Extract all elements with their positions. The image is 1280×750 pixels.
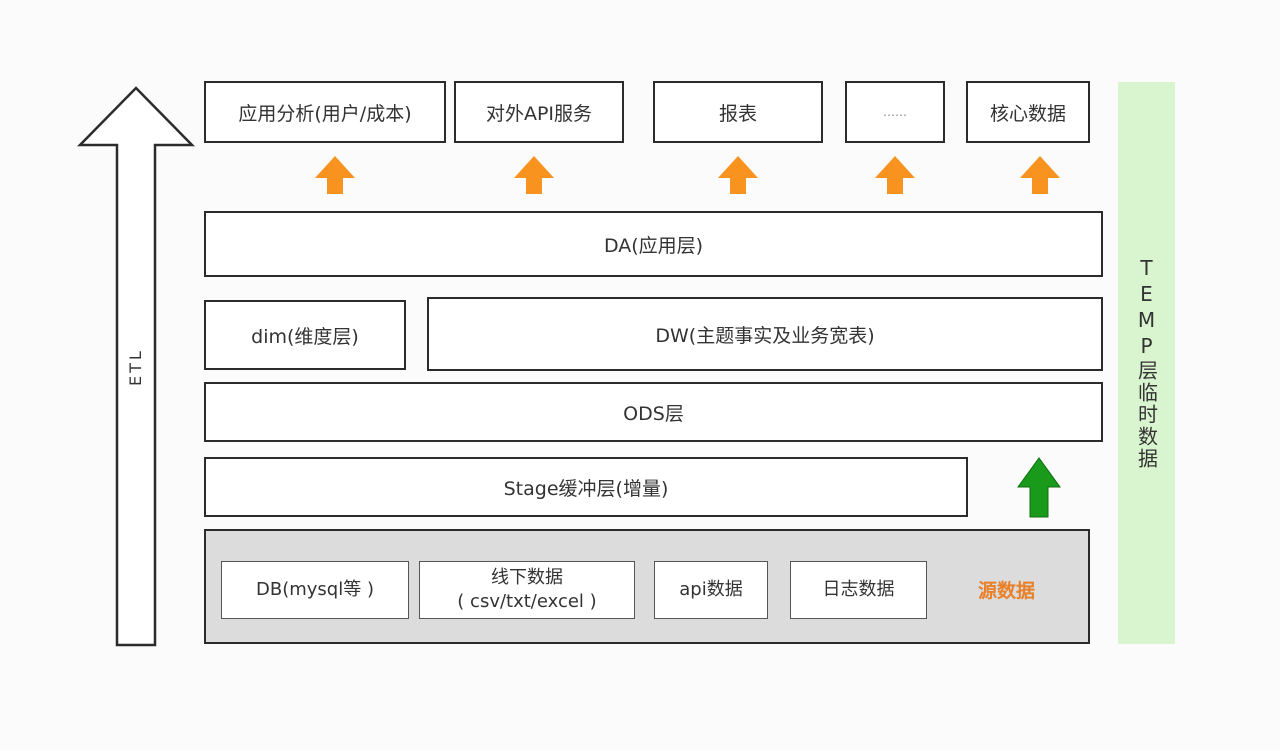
source-log-label: 日志数据 (822, 579, 895, 600)
source-offline-box: 线下数据 ( csv/txt/excel ) (419, 561, 635, 619)
orange-up-arrow-analysis-icon (315, 156, 355, 194)
source-api-label: api数据 (679, 579, 743, 600)
app-analysis-box: 应用分析(用户/成本) (204, 81, 446, 143)
source-offline-label-line1: 线下数据 (491, 567, 563, 588)
orange-up-arrow-more-icon (875, 156, 915, 194)
dw-layer-box: DW(主题事实及业务宽表) (427, 297, 1103, 371)
temp-layer-label: TEMP层临时数据 (1134, 256, 1159, 470)
etl-label: ETL (126, 348, 145, 386)
stage-layer-box: Stage缓冲层(增量) (204, 457, 968, 517)
source-data-label: 源数据 (978, 580, 1036, 602)
source-log-box: 日志数据 (790, 561, 927, 619)
da-layer-box: DA(应用层) (204, 211, 1103, 277)
orange-up-arrow-report-icon (718, 156, 758, 194)
source-db-box: DB(mysql等 ) (221, 561, 409, 619)
ods-layer-box: ODS层 (204, 382, 1103, 442)
orange-up-arrow-api-service-icon (514, 156, 554, 194)
temp-layer-panel: TEMP层临时数据 (1118, 82, 1175, 644)
app-more-box: …… (845, 81, 945, 143)
orange-up-arrow-core-data-icon (1020, 156, 1060, 194)
app-api-service-box: 对外API服务 (454, 81, 624, 143)
app-report-box: 报表 (653, 81, 823, 143)
source-data-panel: DB(mysql等 ) 线下数据 ( csv/txt/excel ) api数据… (204, 529, 1090, 644)
source-offline-label-line2: ( csv/txt/excel ) (457, 591, 597, 612)
dim-layer-box: dim(维度层) (204, 300, 406, 370)
green-up-arrow-icon (1017, 457, 1061, 518)
source-api-box: api数据 (654, 561, 768, 619)
source-db-label: DB(mysql等 ) (256, 579, 374, 600)
app-core-data-box: 核心数据 (966, 81, 1090, 143)
etl-arrow-icon (77, 86, 195, 647)
